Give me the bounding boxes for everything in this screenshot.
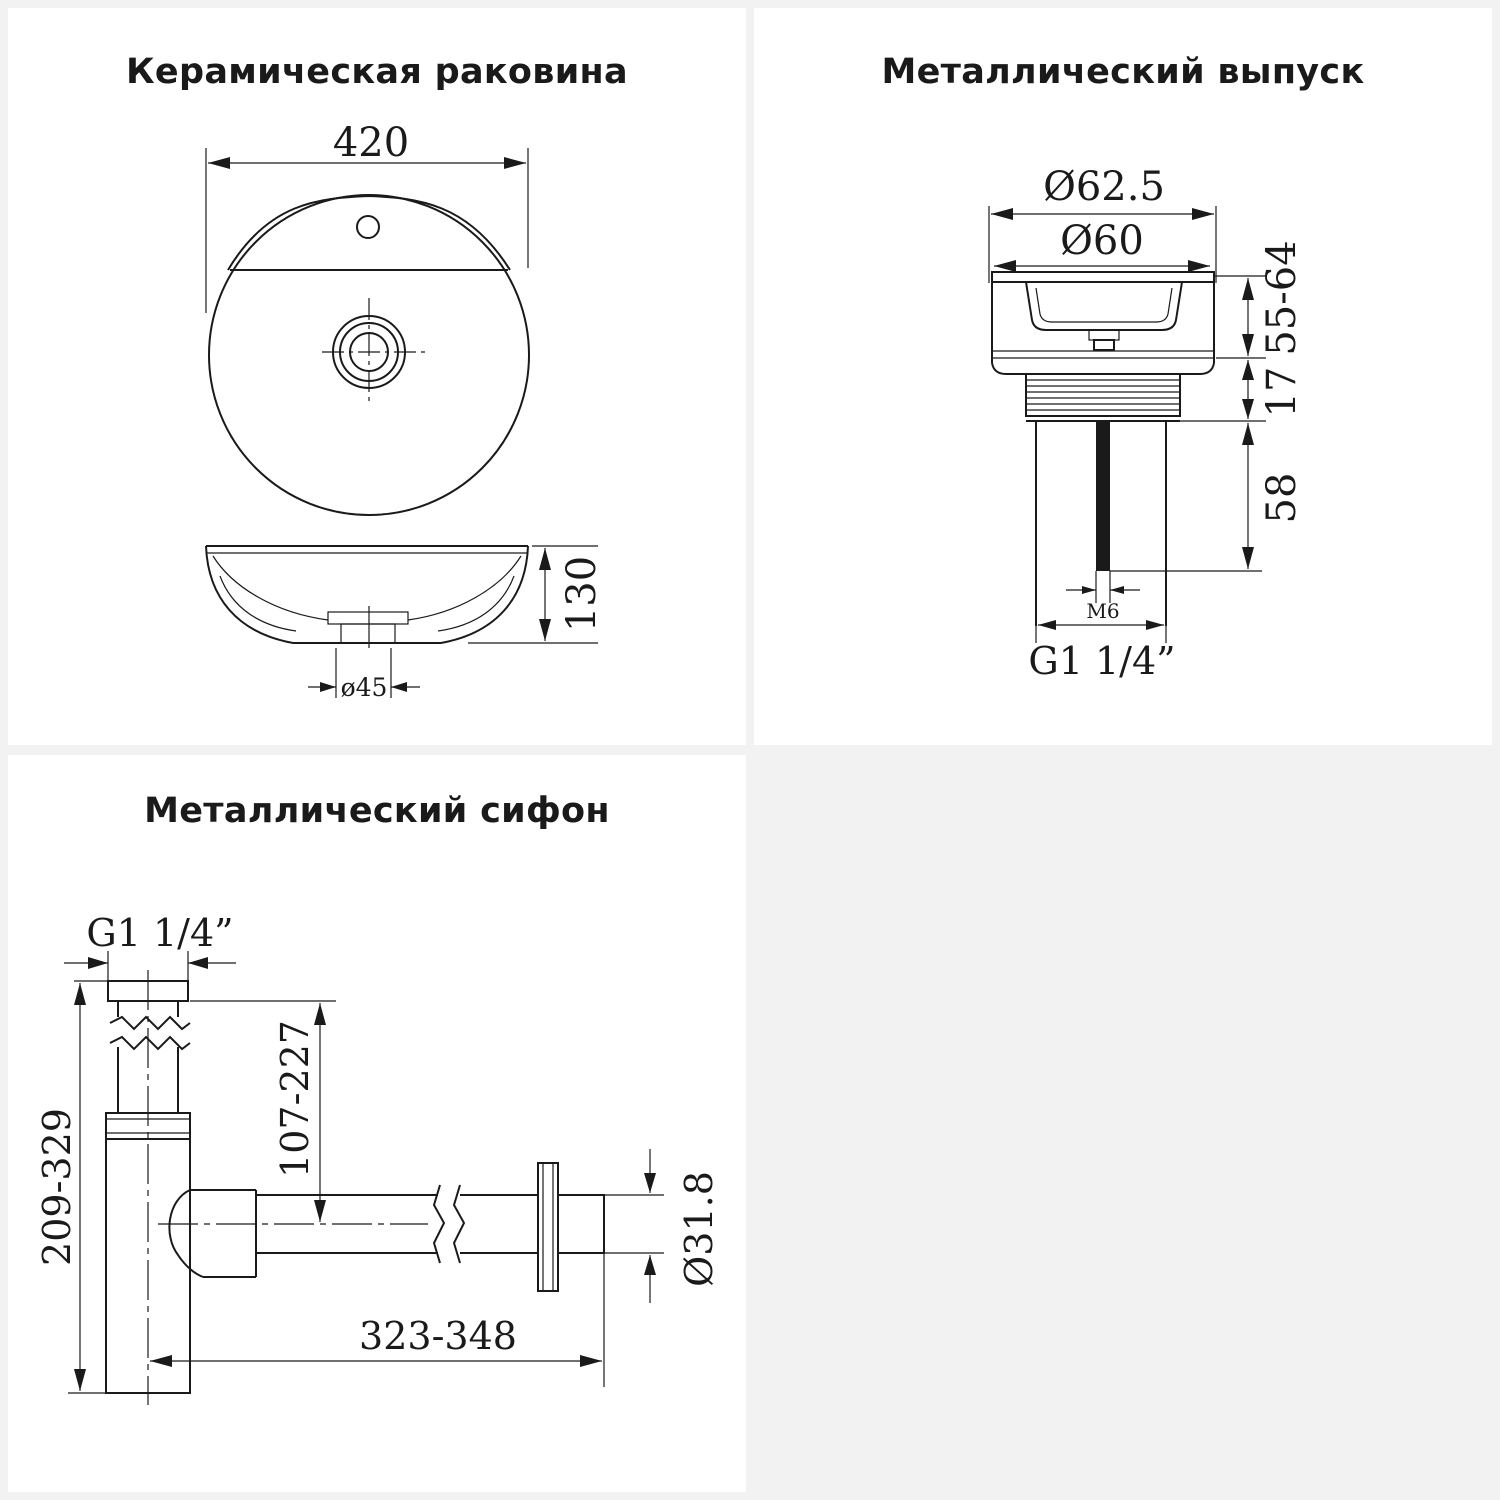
inner-diameter-label: Ø60 bbox=[1060, 218, 1144, 264]
siphon-panel: Металлический сифон G1 1/4” bbox=[8, 755, 746, 1492]
outer-diameter-label: Ø62.5 bbox=[1043, 164, 1165, 210]
empty-panel bbox=[754, 755, 1492, 1492]
siphon-length-label: 323-348 bbox=[359, 1314, 517, 1358]
siphon-height-label: 209-329 bbox=[35, 1108, 79, 1266]
stem-length-label: 58 bbox=[1259, 473, 1305, 524]
sink-panel: Керамическая раковина 420 bbox=[8, 8, 746, 745]
bolt-label: M6 bbox=[1086, 599, 1119, 623]
outlet-title: Металлический выпуск bbox=[881, 52, 1365, 92]
sink-title: Керамическая раковина bbox=[126, 52, 628, 92]
siphon-title: Металлический сифон bbox=[144, 791, 610, 831]
sink-width-label: 420 bbox=[333, 120, 409, 166]
pipe-diameter-label: Ø31.8 bbox=[677, 1171, 721, 1287]
adjust-height-label: 55-64 bbox=[1259, 240, 1305, 355]
outlet-drawing: Ø62.5 Ø60 bbox=[988, 164, 1305, 683]
sink-drawing: 420 130 ø4 bbox=[205, 120, 605, 702]
outlet-panel: Металлический выпуск Ø62.5 Ø60 bbox=[754, 8, 1492, 745]
inlet-thread-label: G1 1/4” bbox=[86, 911, 233, 955]
siphon-drawing: G1 1/4” bbox=[35, 911, 721, 1405]
sink-height-label: 130 bbox=[559, 556, 605, 632]
thread-length-label: 17 bbox=[1259, 367, 1305, 418]
outlet-height-label: 107-227 bbox=[273, 1020, 317, 1178]
outlet-thread-label: G1 1/4” bbox=[1028, 639, 1175, 683]
drain-diameter-label: ø45 bbox=[341, 673, 388, 702]
